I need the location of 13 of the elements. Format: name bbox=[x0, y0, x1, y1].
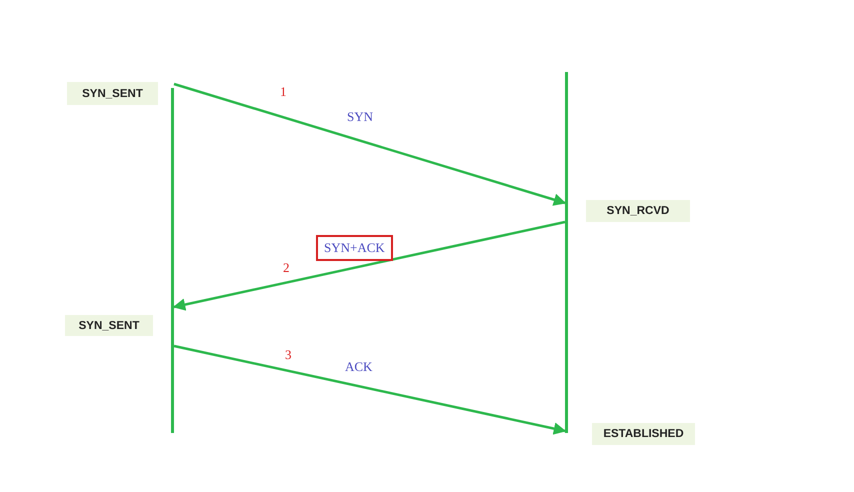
step-number: 3 bbox=[285, 347, 292, 363]
arrow bbox=[174, 82, 566, 206]
state-label: SYN_SENT bbox=[67, 82, 158, 105]
arrow bbox=[174, 344, 566, 435]
step-number: 2 bbox=[283, 260, 290, 276]
edge-label: SYN+ACK bbox=[316, 235, 393, 261]
state-label: SYN_SENT bbox=[65, 315, 153, 336]
state-label: SYN_RCVD bbox=[586, 200, 690, 222]
timeline-line bbox=[565, 72, 568, 433]
timeline-line bbox=[171, 88, 174, 433]
arrow bbox=[172, 220, 566, 311]
step-number: 1 bbox=[280, 84, 286, 100]
state-label: ESTABLISHED bbox=[592, 423, 695, 445]
